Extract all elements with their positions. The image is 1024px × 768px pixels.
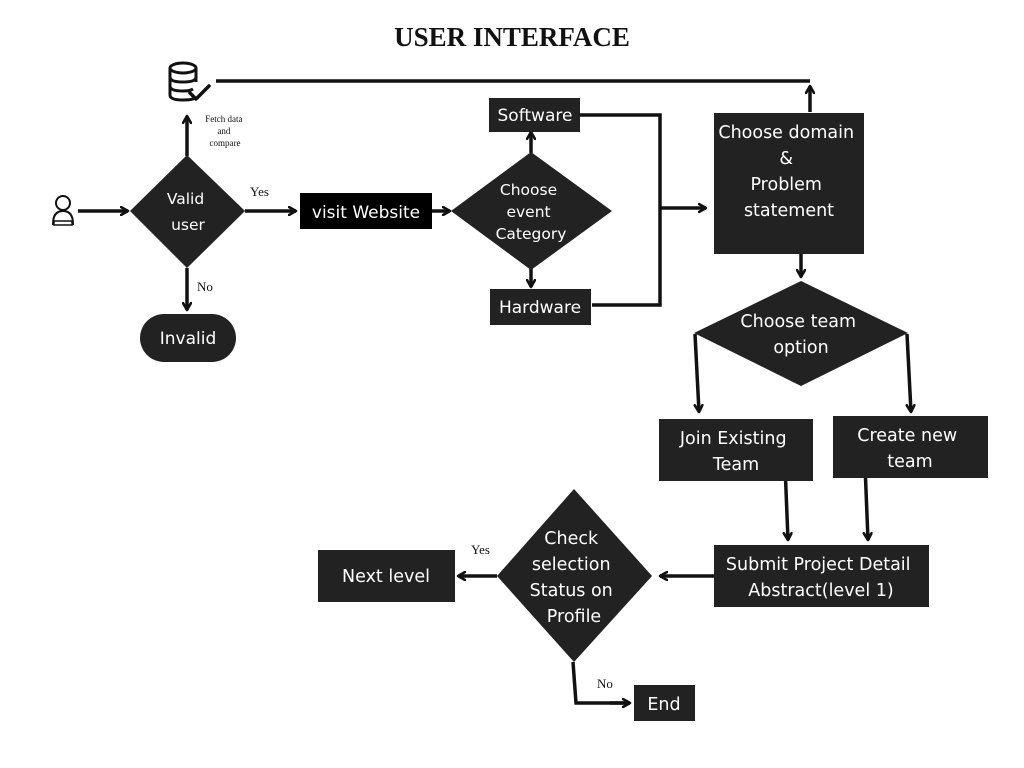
domain-label-line1: Choose domain xyxy=(718,123,854,143)
diagram-title: USER INTERFACE xyxy=(394,22,630,52)
team-option-label-line1: Choose team xyxy=(740,312,856,332)
team-option-label-line2: option xyxy=(773,338,828,358)
user-icon xyxy=(51,195,75,226)
svg-text:Check selection St: Check selection Status on Profile xyxy=(530,529,619,627)
visit-website-box: visit Website xyxy=(300,193,432,229)
edge-label-yes-valid: Yes xyxy=(250,184,269,199)
arrow-team-to-join xyxy=(693,333,699,412)
end-label: End xyxy=(647,695,680,715)
domain-label-line3: Problem xyxy=(750,175,822,195)
svg-text:Choose domain & Pr: Choose domain & Problem statement xyxy=(718,123,859,221)
end-box: End xyxy=(634,685,695,721)
choose-domain-box: Choose domain & Problem statement xyxy=(714,113,864,254)
svg-text:Choose team option: Choose team option xyxy=(740,312,861,358)
line-software-hardware-merge xyxy=(580,113,662,307)
submit-label-line2: Abstract(level 1) xyxy=(748,581,893,601)
create-label-line1: Create new xyxy=(857,426,957,446)
connectors xyxy=(78,79,911,703)
choose-team-option-decision: Choose team option xyxy=(694,281,908,386)
software-label: Software xyxy=(498,106,573,126)
event-label-line1: Choose xyxy=(500,181,557,199)
arrow-team-to-create xyxy=(905,333,911,412)
next-level-label: Next level xyxy=(342,567,430,587)
domain-label-line2: & xyxy=(779,149,793,169)
invalid-terminator: Invalid xyxy=(140,314,236,362)
submit-project-box: Submit Project Detail Abstract(level 1) xyxy=(714,545,929,607)
hardware-box: Hardware xyxy=(490,289,591,325)
invalid-label: Invalid xyxy=(160,329,217,349)
svg-text:Join Existing Team: Join Existing Team xyxy=(679,429,792,475)
svg-text:Submit Project Detail Ab: Submit Project Detail Abstract(level 1) xyxy=(726,555,916,601)
check-label-line3: Status on xyxy=(530,581,613,601)
valid-user-label-line1: Valid xyxy=(167,190,204,208)
join-label-line1: Join Existing xyxy=(679,429,787,449)
join-existing-team-box: Join Existing Team xyxy=(659,419,813,481)
event-label-line2: event xyxy=(506,203,550,221)
hardware-label: Hardware xyxy=(499,298,581,318)
edge-label-no-valid: No xyxy=(197,279,213,294)
next-level-box: Next level xyxy=(318,550,455,602)
check-label-line1: Check xyxy=(544,529,599,549)
database-check-icon xyxy=(168,61,211,102)
edge-label-fetch-data: Fetch data and compare xyxy=(205,114,245,148)
edge-label-yes-selection: Yes xyxy=(471,542,490,557)
svg-text:Valid user: Valid user xyxy=(167,190,209,234)
submit-label-line1: Submit Project Detail xyxy=(726,555,911,575)
check-selection-decision: Check selection Status on Profile xyxy=(497,489,652,662)
svg-text:Choose event Categ: Choose event Category xyxy=(496,181,567,243)
software-box: Software xyxy=(489,98,580,132)
visit-website-label: visit Website xyxy=(312,203,420,223)
domain-label-line4: statement xyxy=(744,201,834,221)
create-label-line2: team xyxy=(887,452,932,472)
check-label-line2: selection xyxy=(532,555,611,575)
choose-event-category-decision: Choose event Category xyxy=(451,152,612,270)
valid-user-decision: Valid user xyxy=(130,155,245,268)
svg-text:Create new team: Create new team xyxy=(857,426,962,472)
create-new-team-box: Create new team xyxy=(833,416,988,478)
valid-user-label-line2: user xyxy=(171,216,205,234)
check-label-line4: Profile xyxy=(547,607,601,627)
join-label-line2: Team xyxy=(712,455,759,475)
event-label-line3: Category xyxy=(496,225,567,243)
edge-label-no-selection: No xyxy=(597,676,613,691)
